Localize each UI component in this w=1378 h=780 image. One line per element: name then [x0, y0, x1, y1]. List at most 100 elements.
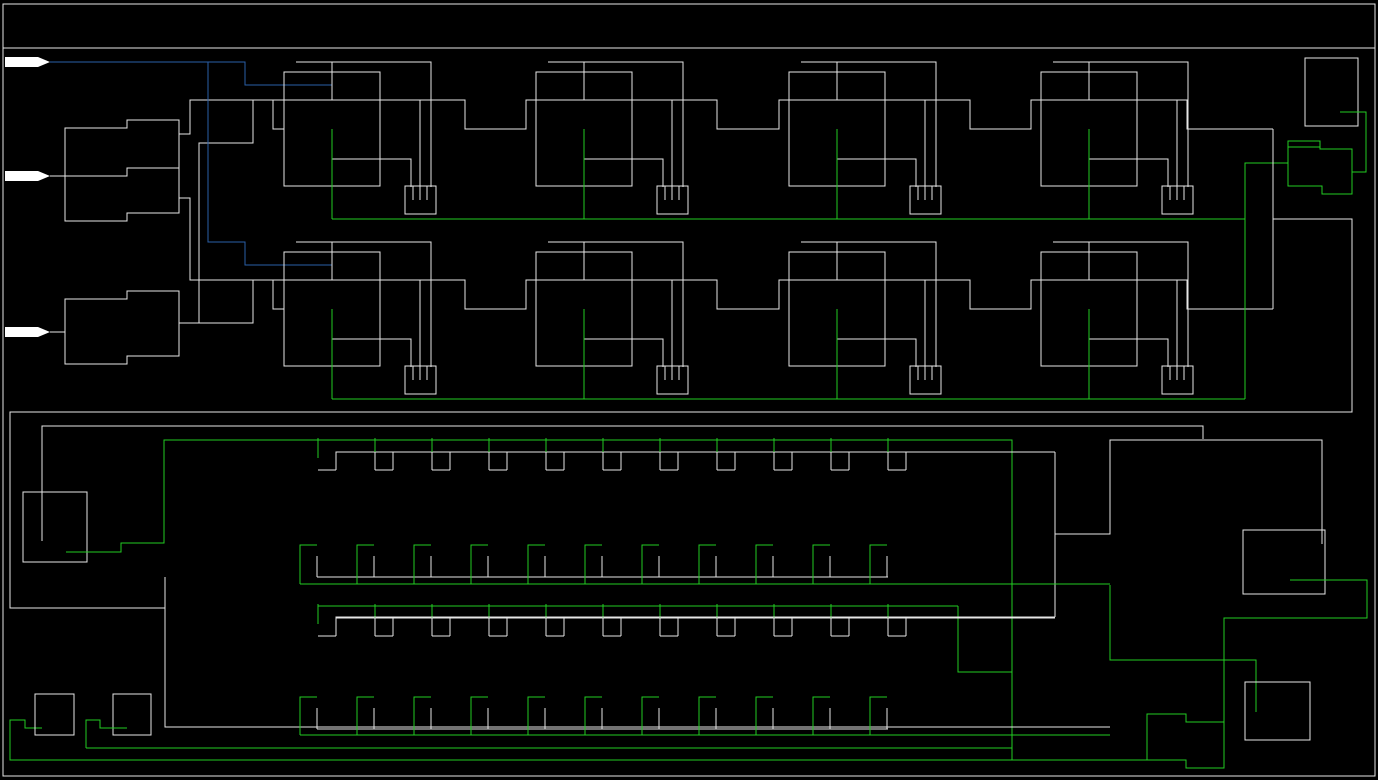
register-tap[interactable]: [317, 438, 337, 471]
register-tap[interactable]: [584, 544, 603, 584]
register-tap[interactable]: [374, 604, 394, 637]
register-tap[interactable]: [299, 696, 318, 735]
clock-block[interactable]: [22, 491, 88, 563]
register-tap[interactable]: [527, 544, 546, 584]
tap-white: [489, 452, 508, 471]
decoder-block-upper[interactable]: [64, 119, 180, 222]
register-tap[interactable]: [527, 696, 546, 735]
sense-amp-leads: [412, 366, 428, 380]
register-tap[interactable]: [887, 438, 907, 471]
register-tap[interactable]: [488, 438, 508, 471]
tap-green: [527, 544, 545, 584]
input-port-3[interactable]: [5, 327, 50, 337]
sense-amp-leads: [917, 186, 933, 200]
register-tap[interactable]: [602, 438, 622, 471]
memory-cell-r1c3[interactable]: [788, 61, 942, 215]
register-tap[interactable]: [887, 604, 907, 637]
clock-wire: [41, 425, 1204, 541]
cell-wordline: [284, 242, 421, 367]
register-tap[interactable]: [602, 604, 622, 637]
register-tap[interactable]: [545, 438, 565, 471]
cell-bitline: [801, 241, 937, 367]
tap-white: [375, 618, 394, 637]
tap-stub: [716, 452, 718, 470]
enable-feedback-wire: [1340, 111, 1367, 173]
register-tap[interactable]: [584, 696, 603, 735]
green-output-wire: [1109, 585, 1257, 712]
register-tap[interactable]: [830, 604, 850, 637]
tap-green: [584, 696, 602, 735]
input-port-1[interactable]: [5, 57, 50, 67]
register-tap[interactable]: [488, 604, 508, 637]
sense-amp-leads: [664, 186, 680, 200]
register-tap[interactable]: [869, 696, 888, 735]
enable-driver-block[interactable]: [1287, 140, 1353, 195]
register-tap[interactable]: [716, 438, 736, 471]
decoder-block-lower[interactable]: [64, 290, 180, 365]
register-tap[interactable]: [716, 604, 736, 637]
tap-white: [717, 452, 736, 471]
memory-cell-r1c4[interactable]: [1040, 61, 1194, 215]
tap-green: [413, 696, 431, 735]
select-lines: [50, 61, 332, 266]
memory-cell-r2c2[interactable]: [535, 241, 689, 395]
output-register-block[interactable]: [1304, 57, 1359, 127]
register-tap[interactable]: [812, 696, 831, 735]
register-tap[interactable]: [356, 696, 375, 735]
input-port-2[interactable]: [5, 171, 50, 181]
register-tap[interactable]: [698, 696, 717, 735]
output-buffer-block[interactable]: [1242, 529, 1326, 595]
register-tap[interactable]: [470, 544, 489, 584]
register-tap[interactable]: [374, 438, 394, 471]
memory-cell-r2c3[interactable]: [788, 241, 942, 395]
tap-green: [470, 696, 488, 735]
cell-bitline: [548, 241, 684, 367]
tap-white: [432, 452, 451, 471]
register-tap[interactable]: [470, 696, 489, 735]
register-tap[interactable]: [773, 604, 793, 637]
register-tap[interactable]: [431, 438, 451, 471]
row-head: [272, 280, 284, 310]
row-interconnect: [672, 99, 789, 130]
tap-green: [470, 544, 488, 584]
tap-white: [375, 452, 394, 471]
register-tap[interactable]: [773, 438, 793, 471]
tap-stub: [488, 452, 490, 470]
tap-green: [812, 544, 830, 584]
lower-section: [9, 425, 1368, 769]
status-block[interactable]: [1244, 681, 1311, 741]
register-rows: [299, 438, 1110, 736]
tap-green: [812, 696, 830, 735]
register-tap[interactable]: [869, 544, 888, 584]
tap-white: [774, 618, 793, 637]
register-tap[interactable]: [755, 696, 774, 735]
register-tap[interactable]: [299, 544, 318, 584]
register-tap[interactable]: [413, 544, 432, 584]
aux-block-2[interactable]: [112, 693, 152, 736]
register-tap[interactable]: [830, 438, 850, 471]
register-tap[interactable]: [641, 696, 660, 735]
register-tap[interactable]: [641, 544, 660, 584]
tap-green: [755, 696, 773, 735]
register-tap[interactable]: [659, 438, 679, 471]
row-interconnect: [672, 279, 789, 310]
memory-cell-r1c2[interactable]: [535, 61, 689, 215]
register-tap[interactable]: [659, 604, 679, 637]
cell-bitline: [296, 61, 432, 187]
register-tap[interactable]: [812, 544, 831, 584]
cell-sense-line: [1089, 338, 1169, 367]
memory-cell-r2c4[interactable]: [1040, 241, 1194, 395]
tap-white: [318, 618, 337, 637]
register-tap[interactable]: [317, 604, 337, 637]
cell-sense-line: [584, 158, 664, 187]
register-tap[interactable]: [431, 604, 451, 637]
register-row-2: [299, 544, 1110, 585]
aux-block-1[interactable]: [34, 693, 75, 736]
input-wire-2: [50, 167, 179, 177]
register-tap[interactable]: [356, 544, 375, 584]
register-tap[interactable]: [413, 696, 432, 735]
register-tap[interactable]: [755, 544, 774, 584]
register-tap[interactable]: [545, 604, 565, 637]
tap-white: [546, 618, 565, 637]
register-tap[interactable]: [698, 544, 717, 584]
